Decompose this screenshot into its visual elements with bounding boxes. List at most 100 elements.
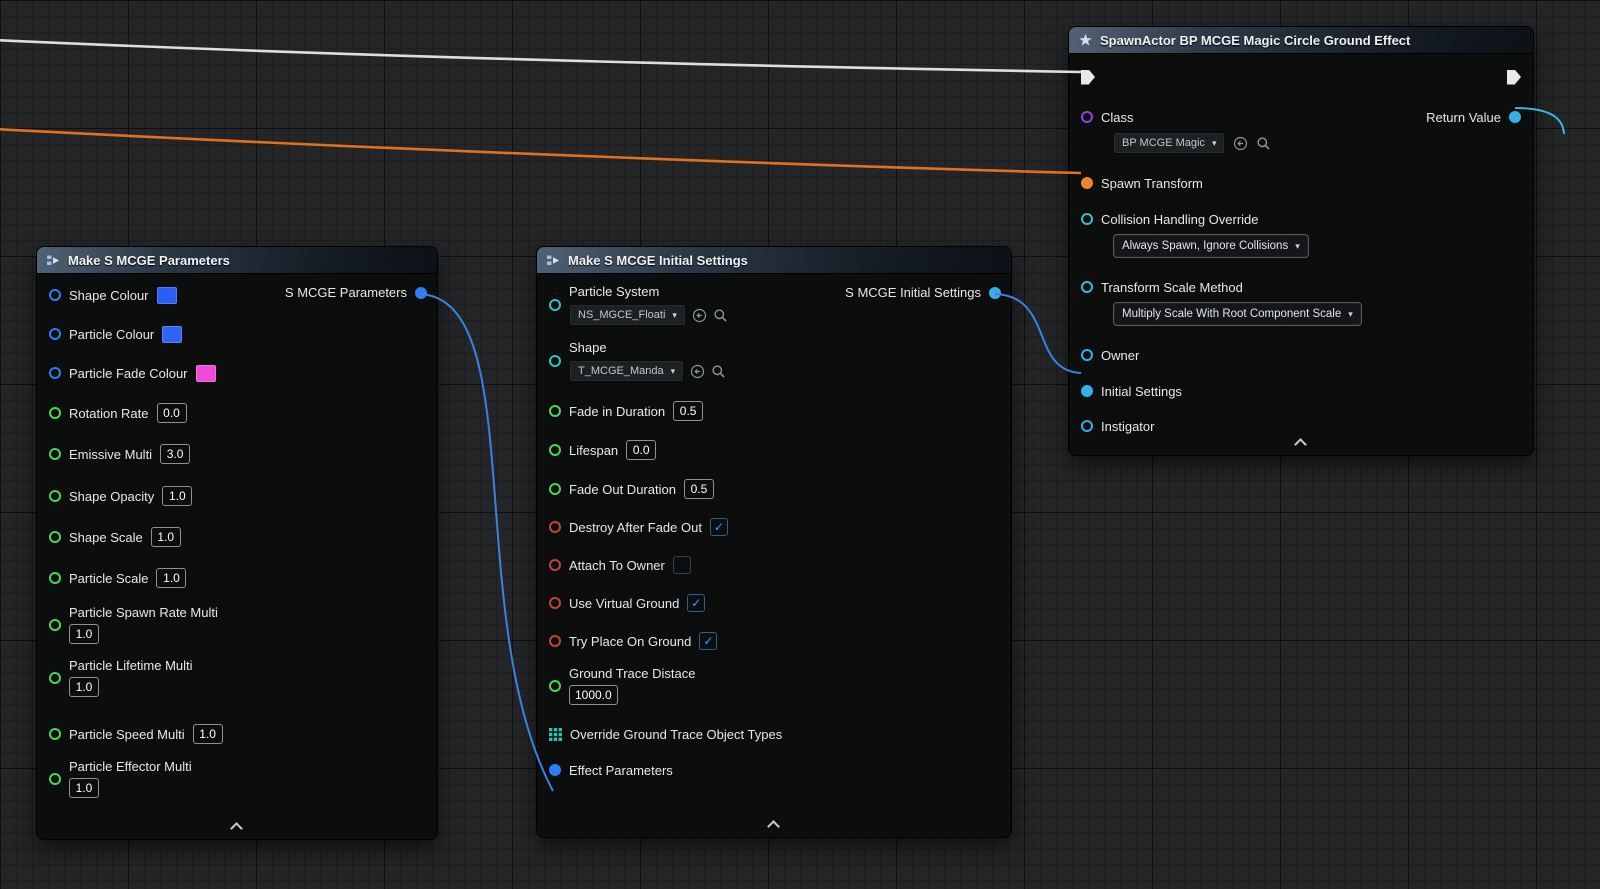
value-field[interactable]: 1.0 <box>156 568 186 588</box>
value-field[interactable]: 1.0 <box>193 724 223 744</box>
checkmark-icon: ✓ <box>691 596 701 610</box>
asset-select-particle-system[interactable]: NS_MGCE_Floati ▾ <box>569 304 686 326</box>
pin-label: Destroy After Fade Out <box>569 520 702 535</box>
pin-fade-out-duration[interactable] <box>549 483 561 495</box>
pin-use-virtual-ground[interactable] <box>549 597 561 609</box>
exec-out-pin[interactable] <box>1507 70 1521 85</box>
class-select[interactable]: BP MCGE Magic ▾ <box>1113 132 1225 154</box>
value-field[interactable]: 1.0 <box>69 677 99 697</box>
pin-label: Rotation Rate <box>69 406 149 421</box>
pin-label: Try Place On Ground <box>569 634 691 649</box>
node-header[interactable]: Make S MCGE Initial Settings <box>537 247 1011 274</box>
pin-label: Class <box>1101 110 1134 125</box>
output-pin-s-mcge-parameters[interactable] <box>415 287 427 299</box>
node-title: Make S MCGE Parameters <box>68 253 230 268</box>
value-field[interactable]: 0.0 <box>157 403 187 423</box>
make-struct-icon <box>546 253 561 268</box>
value-field[interactable]: 1.0 <box>69 624 99 644</box>
pin-transform-scale-method[interactable] <box>1081 281 1093 293</box>
transform-scale-method-select[interactable]: Multiply Scale With Root Component Scale… <box>1113 302 1362 326</box>
value-field[interactable]: 0.5 <box>684 479 714 499</box>
checkbox-use-virtual-ground[interactable]: ✓ <box>687 594 705 612</box>
pin-particle-speed-multi[interactable] <box>49 728 61 740</box>
chevron-down-icon: ▾ <box>1212 133 1217 153</box>
pin-label: Particle Lifetime Multi <box>69 658 193 673</box>
node-header[interactable]: Make S MCGE Parameters <box>37 247 437 274</box>
pin-shape[interactable] <box>549 355 561 367</box>
pin-fade-in-duration[interactable] <box>549 405 561 417</box>
pin-label: Owner <box>1101 348 1139 363</box>
value-field[interactable]: 1.0 <box>162 486 192 506</box>
pin-shape-scale[interactable] <box>49 531 61 543</box>
spawn-transform-wire[interactable] <box>0 129 1081 173</box>
pin-label: Spawn Transform <box>1101 176 1203 191</box>
pin-class[interactable] <box>1081 111 1093 123</box>
pin-label: Return Value <box>1426 110 1501 125</box>
exec-wire[interactable] <box>0 40 1081 72</box>
pin-collision-handling-override[interactable] <box>1081 213 1093 225</box>
value-field[interactable]: 1.0 <box>69 778 99 798</box>
color-swatch-shape-colour[interactable] <box>157 287 177 304</box>
browse-to-asset-icon[interactable] <box>711 364 726 379</box>
pin-instigator[interactable] <box>1081 420 1093 432</box>
collapse-node-chevron[interactable] <box>768 820 780 829</box>
pin-particle-effector-multi[interactable] <box>49 773 61 785</box>
pin-shape-opacity[interactable] <box>49 490 61 502</box>
pin-lifespan[interactable] <box>549 444 561 456</box>
collapse-node-chevron[interactable] <box>231 822 243 831</box>
output-pin-s-mcge-initial-settings[interactable] <box>989 287 1001 299</box>
exec-in-pin[interactable] <box>1081 70 1095 85</box>
value-field[interactable]: 3.0 <box>160 444 190 464</box>
pin-particle-colour[interactable] <box>49 328 61 340</box>
selected-option: Always Spawn, Ignore Collisions <box>1122 235 1288 257</box>
node-make-s-mcge-parameters[interactable]: Make S MCGE Parameters S MCGE Parameters… <box>36 246 438 840</box>
make-struct-icon <box>46 253 61 268</box>
pin-return-value[interactable] <box>1509 111 1521 123</box>
collapse-node-chevron[interactable] <box>1295 438 1307 447</box>
pin-label: Emissive Multi <box>69 447 152 462</box>
collision-handling-select[interactable]: Always Spawn, Ignore Collisions ▾ <box>1113 234 1309 258</box>
pin-label: Shape Opacity <box>69 489 154 504</box>
pin-particle-lifetime-multi[interactable] <box>49 672 61 684</box>
object-types-array-pin[interactable] <box>549 728 562 741</box>
pin-particle-fade-colour[interactable] <box>49 367 61 379</box>
pin-owner[interactable] <box>1081 349 1093 361</box>
pin-spawn-transform[interactable] <box>1081 177 1093 189</box>
use-selected-asset-icon[interactable] <box>692 308 707 323</box>
node-make-s-mcge-initial-settings[interactable]: Make S MCGE Initial Settings S MCGE Init… <box>536 246 1012 838</box>
asset-name: NS_MGCE_Floati <box>578 305 665 325</box>
use-selected-asset-icon[interactable] <box>1233 136 1248 151</box>
pin-shape-colour[interactable] <box>49 289 61 301</box>
pin-attach-to-owner[interactable] <box>549 559 561 571</box>
parameters-wire[interactable] <box>421 294 553 791</box>
pin-try-place-on-ground[interactable] <box>549 635 561 647</box>
value-field[interactable]: 0.5 <box>673 401 703 421</box>
node-spawnactor-bp-mcge-magic-circle-ground-effect[interactable]: SpawnActor BP MCGE Magic Circle Ground E… <box>1068 26 1534 456</box>
pin-emissive-multi[interactable] <box>49 448 61 460</box>
checkbox-destroy-after-fade-out[interactable]: ✓ <box>710 518 728 536</box>
pin-particle-scale[interactable] <box>49 572 61 584</box>
browse-to-asset-icon[interactable] <box>713 308 728 323</box>
value-field[interactable]: 0.0 <box>626 440 656 460</box>
color-swatch-particle-fade-colour[interactable] <box>196 365 216 382</box>
pin-destroy-after-fade-out[interactable] <box>549 521 561 533</box>
chevron-down-icon: ▾ <box>672 305 677 325</box>
pin-particle-spawn-rate-multi[interactable] <box>49 619 61 631</box>
checkbox-try-place-on-ground[interactable]: ✓ <box>699 632 717 650</box>
pin-particle-system[interactable] <box>549 299 561 311</box>
pin-rotation-rate[interactable] <box>49 407 61 419</box>
use-selected-asset-icon[interactable] <box>690 364 705 379</box>
node-header[interactable]: SpawnActor BP MCGE Magic Circle Ground E… <box>1069 27 1533 54</box>
chevron-down-icon: ▾ <box>1295 235 1300 257</box>
pin-effect-parameters[interactable] <box>549 764 561 776</box>
value-field[interactable]: 1.0 <box>151 527 181 547</box>
value-field[interactable]: 1000.0 <box>569 685 618 705</box>
pin-ground-trace-distace[interactable] <box>549 680 561 692</box>
asset-select-shape[interactable]: T_MCGE_Manda ▾ <box>569 360 684 382</box>
output-pin-label: S MCGE Initial Settings <box>845 285 981 300</box>
pin-initial-settings[interactable] <box>1081 385 1093 397</box>
color-swatch-particle-colour[interactable] <box>162 326 182 343</box>
browse-to-asset-icon[interactable] <box>1256 136 1271 151</box>
checkbox-attach-to-owner[interactable] <box>673 556 691 574</box>
